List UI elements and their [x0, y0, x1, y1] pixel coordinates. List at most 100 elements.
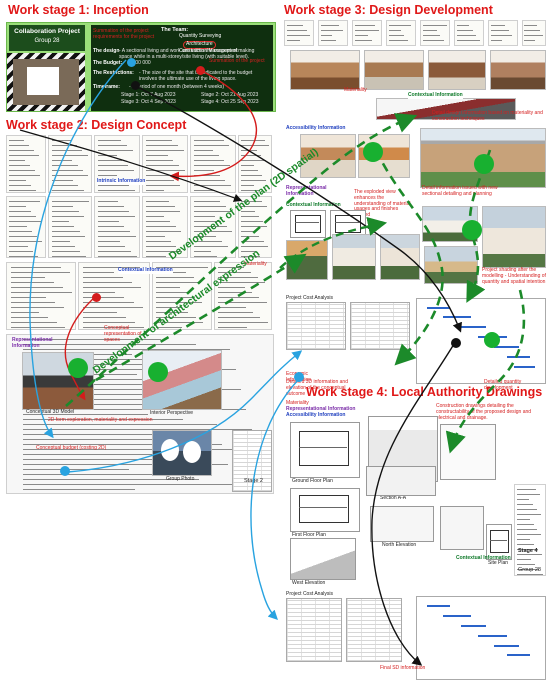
sketch-line	[22, 469, 130, 470]
sketch-line	[83, 297, 125, 298]
concept-sheet-10	[142, 196, 188, 258]
sketch-line	[22, 484, 234, 485]
sketch-line	[516, 564, 535, 565]
sketch-line	[145, 175, 169, 176]
sketch-line	[9, 206, 27, 207]
sketch-line	[9, 145, 30, 146]
sketch-line	[193, 185, 232, 186]
la-cost-title: Project Cost Analysis	[286, 591, 333, 597]
green-dot-concept-1	[68, 358, 88, 378]
sketch-line	[9, 201, 41, 202]
la-cost-table-2	[346, 598, 402, 662]
dev-site-render-3	[380, 234, 420, 280]
dev-sketch-8	[522, 20, 546, 46]
sketch-line	[193, 226, 227, 227]
sketch-line	[193, 201, 221, 202]
sketch-line	[193, 175, 220, 176]
la-elevation-strip	[366, 466, 436, 496]
concept-representational-label: Representational Information	[12, 337, 53, 349]
la-ground-floor-caption: Ground Floor Plan	[292, 478, 333, 484]
blue-dot-dev	[294, 372, 304, 382]
sketch-line	[193, 190, 215, 191]
sketch-line	[97, 231, 131, 232]
sketch-line	[240, 150, 258, 151]
sketch-line	[240, 231, 256, 232]
sketch-line	[516, 554, 542, 555]
sketch-line	[51, 256, 86, 257]
sketch-line	[193, 216, 216, 217]
la-east-elevation	[440, 506, 484, 550]
sketch-line	[516, 529, 538, 530]
sketch-line	[156, 292, 188, 293]
sketch-line	[51, 160, 73, 161]
group-photo-caption: Group Photo	[166, 476, 195, 482]
green-dot-dev-1	[363, 142, 383, 162]
sketch-line	[240, 165, 254, 166]
sketch-line	[9, 216, 37, 217]
sketch-line	[240, 236, 260, 237]
sketch-line	[354, 25, 376, 26]
sketch-line	[83, 292, 116, 293]
sketch-line	[490, 35, 513, 36]
sketch-line	[11, 282, 54, 283]
concept-sheet-8	[48, 196, 92, 258]
sketch-line	[240, 160, 266, 161]
team-role-2: Architecture	[183, 41, 216, 49]
concept-sheet-4	[142, 135, 188, 193]
sketch-line	[516, 574, 543, 575]
sketch-line	[145, 140, 173, 141]
sketch-line	[389, 45, 412, 46]
sketch-line	[11, 307, 65, 308]
dev-material-model-2	[364, 50, 424, 90]
sketch-line	[240, 190, 259, 191]
dev-contextual-top: Contextual Information	[408, 92, 463, 99]
sketch-line	[218, 277, 259, 278]
sketch-line	[218, 312, 254, 313]
stage-date-2: Stage 2: Oct 21 Aug 2023	[201, 92, 259, 98]
sketch-line	[240, 155, 262, 156]
dev-detail-note: Detail design information based on mater…	[432, 110, 543, 122]
sketch-line	[97, 251, 132, 252]
la-title-block	[514, 484, 546, 576]
sketch-line	[51, 251, 81, 252]
sketch-line	[388, 35, 405, 36]
sketch-line	[388, 40, 408, 41]
dev-sketch-4	[386, 20, 416, 46]
sketch-line	[9, 231, 33, 232]
sketch-line	[11, 267, 62, 268]
sketch-line	[97, 236, 136, 237]
sketch-line	[388, 25, 412, 26]
concept-sheet-9	[94, 196, 140, 258]
sketch-line	[218, 267, 244, 268]
sketch-line	[145, 185, 180, 186]
sketch-line	[423, 45, 448, 46]
sketch-line	[51, 206, 74, 207]
la-west-elevation	[290, 538, 356, 580]
sketch-line	[193, 231, 233, 232]
black-dot-dev	[451, 338, 461, 348]
stage-date-3: Stage 3: Oct 4 Sep 2023	[121, 99, 176, 105]
sketch-line	[83, 307, 143, 308]
sketch-line	[83, 277, 124, 278]
inception-board: Collaboration Project Group 28 The Team:…	[6, 22, 276, 112]
sketch-line	[240, 140, 265, 141]
stage-1-title: Work stage 1: Inception	[8, 3, 149, 17]
sketch-line	[193, 145, 230, 146]
sketch-line	[354, 30, 379, 31]
sketch-line	[240, 180, 267, 181]
la-detail-section	[440, 424, 496, 480]
sketch-line	[9, 236, 37, 237]
sketch-line	[193, 221, 221, 222]
dev-contextual-mid: Contextual Information	[286, 202, 341, 208]
sketch-line	[193, 170, 214, 171]
sketch-line	[9, 246, 28, 247]
dev-site-render-2	[332, 234, 376, 280]
stage-date-4: Stage 4: Oct 25 Sep 2023	[201, 99, 259, 105]
sketch-line	[321, 45, 340, 46]
sketch-line	[490, 25, 505, 26]
sketch-line	[97, 165, 128, 166]
sketch-line	[145, 180, 175, 181]
sketch-line	[9, 190, 36, 191]
team-label: The Team:	[161, 27, 189, 33]
la-first-floor-plan	[290, 488, 360, 532]
